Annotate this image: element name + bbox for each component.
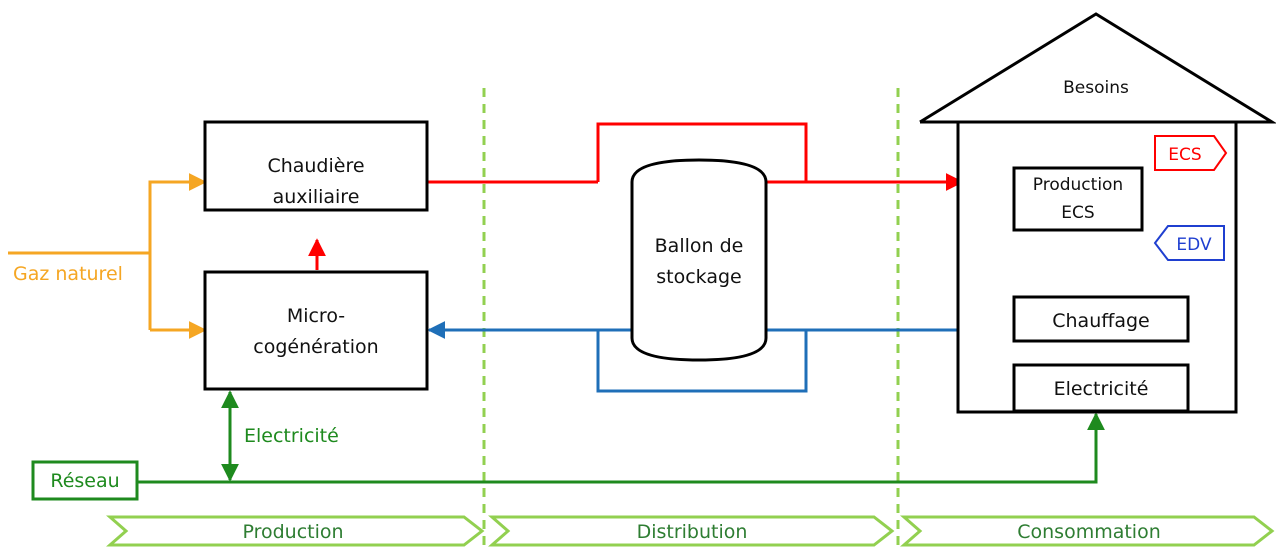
grid-label: Réseau: [50, 470, 119, 492]
storage-tank-label-line1: Ballon de: [655, 235, 744, 257]
house-roof: [919, 12, 1276, 124]
phase-label-consumption: Consommation: [1017, 521, 1161, 543]
cold-water-inlet-label: EDV: [1176, 235, 1212, 255]
electricity-box-label: Electricité: [1054, 378, 1149, 400]
gas-supply-lines: [8, 173, 207, 339]
grid-box: [31, 460, 139, 501]
electricity-box: [1012, 363, 1190, 413]
cold-water-inlet-tag: [1153, 225, 1225, 261]
dhw-production-label-line2: ECS: [1061, 203, 1094, 223]
auxiliary-boiler-label-line1: Chaudière: [267, 155, 364, 177]
storage-tank: [630, 158, 768, 362]
heating-label: Chauffage: [1052, 310, 1149, 332]
auxiliary-boiler-box: [203, 120, 429, 212]
dhw-production-box: [1012, 166, 1144, 232]
auxiliary-boiler-label-line2: auxiliaire: [273, 186, 360, 208]
micro-chp-box: [203, 270, 429, 391]
house-title: Besoins: [1063, 78, 1129, 98]
phase-label-distribution: Distribution: [637, 521, 748, 543]
phase-chevron-production: [106, 515, 485, 547]
electricity-link-label: Electricité: [244, 425, 339, 447]
phase-chevron-distribution: [488, 515, 895, 547]
phase-label-production: Production: [242, 521, 343, 543]
micro-chp-label-line1: Micro-: [287, 305, 345, 327]
micro-chp-label-line2: cogénération: [253, 336, 378, 358]
heating-box: [1012, 295, 1190, 343]
gas-label: Gaz naturel: [13, 263, 123, 285]
phase-banner: Production Distribution Consommation: [106, 515, 1275, 547]
storage-tank-label-line2: stockage: [656, 266, 741, 288]
phase-chevron-consumption: [900, 515, 1275, 547]
dhw-outlet-tag: [1154, 135, 1228, 171]
dhw-outlet-label: ECS: [1168, 145, 1201, 165]
dhw-production-label-line1: Production: [1033, 175, 1123, 195]
electricity-lines: [137, 390, 1105, 484]
